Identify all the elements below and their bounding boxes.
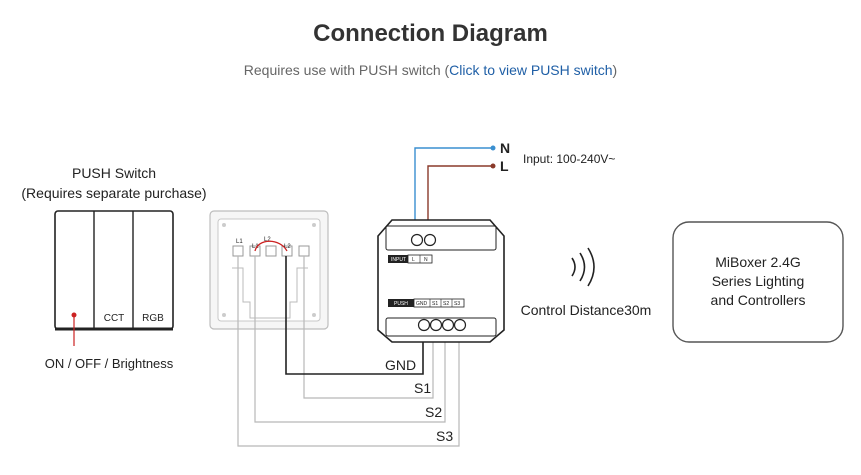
push-switch: CCT RGB bbox=[54, 210, 174, 346]
controller-line-3: and Controllers bbox=[711, 292, 806, 308]
subtitle-suffix: ) bbox=[612, 62, 618, 78]
n-wire bbox=[414, 147, 492, 222]
power-wires bbox=[414, 145, 496, 222]
push-switch-caption: ON / OFF / Brightness bbox=[45, 356, 174, 371]
input-terminal-l: L bbox=[412, 257, 415, 263]
wire-label-gnd: GND bbox=[385, 357, 416, 373]
input-voltage-label: Input: 100-240V~ bbox=[523, 152, 615, 166]
subtitle-prefix: Requires use with PUSH switch ( bbox=[243, 62, 450, 78]
key-label-cct: CCT bbox=[104, 313, 125, 324]
wire-label-s3: S3 bbox=[436, 428, 453, 444]
control-distance-label: Control Distance30m bbox=[521, 302, 652, 318]
controller-line-2: Series Lighting bbox=[712, 273, 805, 289]
terminal-label-l2-right: L2 bbox=[284, 244, 291, 250]
push-block-label: PUSH bbox=[394, 301, 408, 307]
wire-label-s1: S1 bbox=[414, 380, 431, 396]
push-switch-title: PUSH Switch bbox=[72, 165, 156, 181]
push-switch-link[interactable]: Click to view PUSH switch bbox=[449, 62, 613, 78]
controller-line-1: MiBoxer 2.4G bbox=[715, 254, 801, 270]
controller-box: MiBoxer 2.4G Series Lighting and Control… bbox=[672, 221, 844, 343]
wire-label-s2: S2 bbox=[425, 404, 442, 420]
terminal-label-l1-right: L1 bbox=[252, 244, 259, 250]
push-switch-note: (Requires separate purchase) bbox=[21, 185, 206, 201]
page-subtitle: Requires use with PUSH switch (Click to … bbox=[0, 62, 861, 78]
push-terminal-s2: S2 bbox=[443, 301, 449, 307]
l-label: L bbox=[500, 158, 509, 174]
on-off-marker-dot bbox=[71, 312, 77, 318]
key-label-rgb: RGB bbox=[142, 313, 164, 324]
page-title: Connection Diagram bbox=[313, 20, 548, 47]
push-terminal-s1: S1 bbox=[432, 301, 438, 307]
receiver-module: INPUT L N PUSH GND S1 S2 S3 bbox=[377, 219, 505, 343]
wall-plate: L1 L2 L1 L2 bbox=[209, 210, 329, 330]
push-terminal-s3: S3 bbox=[454, 301, 460, 307]
input-terminal-n: N bbox=[424, 257, 428, 263]
terminal-label-l2-left: L2 bbox=[264, 237, 271, 243]
signal-wires bbox=[237, 256, 460, 447]
terminal-label-l1-left: L1 bbox=[236, 239, 243, 245]
input-block-label: INPUT bbox=[391, 257, 406, 263]
push-terminal-gnd: GND bbox=[416, 301, 428, 307]
wall-plate-jumper bbox=[254, 240, 288, 252]
l-wire bbox=[427, 165, 492, 222]
wireless-signal-icon bbox=[571, 247, 595, 287]
n-label: N bbox=[500, 140, 510, 156]
